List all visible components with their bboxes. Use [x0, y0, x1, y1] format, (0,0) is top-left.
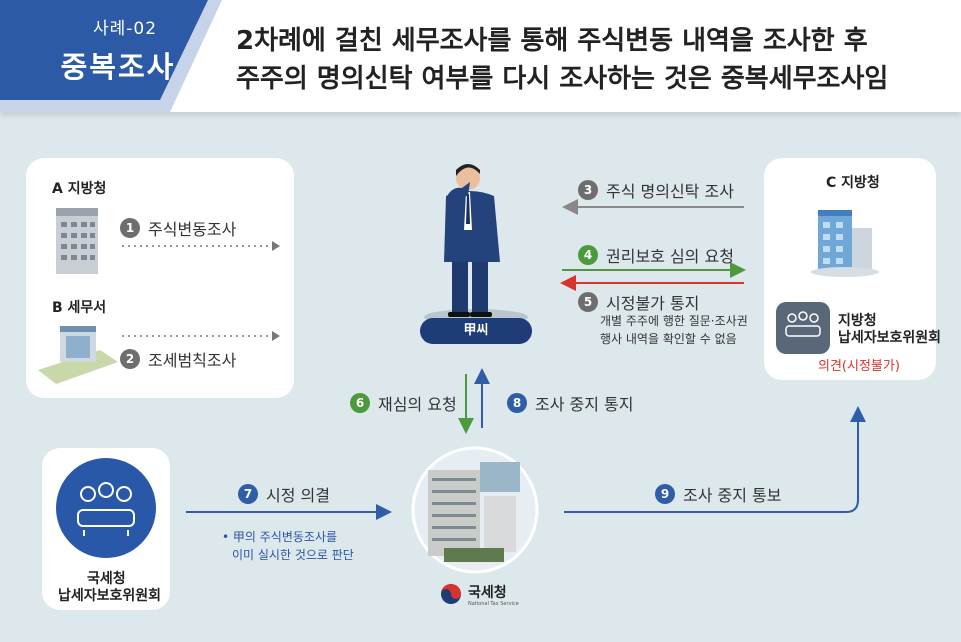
step-2: 2 조세범칙조사	[120, 347, 236, 371]
step-7-note-line-2: 이미 실시한 것으로 판단	[232, 548, 354, 562]
step-3-number: 3	[578, 180, 598, 200]
headline-line-2: 주주의 명의신탁 여부를 다시 조사하는 것은 중복세무조사임	[236, 64, 889, 94]
person-icon	[444, 164, 500, 317]
step-7-note-line-1: • 甲의 주식변동조사를	[222, 530, 338, 544]
step-5-note-line-1: 개별 주주에 행한 질문·조사권	[600, 314, 748, 328]
nts-logo-text: 국세청	[468, 585, 507, 601]
step-9-label: 조사 중지 통보	[683, 486, 782, 505]
step-5-note-line-2: 행사 내역을 확인할 수 없음	[600, 332, 737, 346]
person-label: 甲씨	[420, 318, 532, 344]
step-9-number: 9	[655, 484, 675, 504]
step-8-number: 8	[507, 393, 527, 413]
nts-committee-line-1: 국세청	[87, 571, 126, 587]
step-5: 5 시정불가 통지	[578, 290, 699, 314]
step-8: 8 조사 중지 통지	[507, 391, 634, 415]
step-3: 3 주식 명의신탁 조사	[578, 178, 734, 202]
step-4-number: 4	[578, 245, 598, 265]
step-9: 9 조사 중지 통보	[655, 482, 782, 506]
step-4-label: 권리보호 심의 요청	[606, 247, 734, 266]
nts-committee-line-2: 납세자보호위원회	[58, 588, 162, 604]
step-5-number: 5	[578, 292, 598, 312]
step-2-number: 2	[120, 349, 140, 369]
header: 사례-02 중복조사 2차례에 걸친 세무조사를 통해 주식변동 내역을 조사한…	[0, 0, 961, 112]
case-tag	[0, 0, 222, 112]
committee-c-opinion: 의견(시정불가)	[818, 359, 900, 374]
step-5-label: 시정불가 통지	[606, 294, 700, 313]
step-6-number: 6	[350, 393, 370, 413]
step-5-note: 개별 주주에 행한 질문·조사권 행사 내역을 확인할 수 없음	[600, 312, 748, 348]
committee-c-line-2: 납세자보호위원회	[838, 330, 942, 346]
step-7-note: • 甲의 주식변동조사를 이미 실시한 것으로 판단	[222, 528, 354, 564]
office-b-label: B 세무서	[52, 300, 107, 316]
step-7: 7 시정 의결	[238, 482, 330, 506]
step-1-label: 주식변동조사	[148, 220, 237, 239]
step-4: 4 권리보호 심의 요청	[578, 243, 734, 267]
case-title: 중복조사	[60, 50, 176, 84]
step-1-number: 1	[120, 218, 140, 238]
nts-logo-icon	[441, 584, 461, 604]
case-number: 사례-02	[92, 19, 158, 39]
step-7-number: 7	[238, 484, 258, 504]
step-8-label: 조사 중지 통지	[535, 395, 634, 414]
nts-building-icon	[411, 446, 539, 574]
step-7-label: 시정 의결	[266, 486, 330, 505]
office-c-label: C 지방청	[826, 175, 880, 191]
step-2-label: 조세범칙조사	[148, 351, 237, 370]
committee-c-line-1: 지방청	[838, 313, 877, 329]
step-6: 6 재심의 요청	[350, 391, 457, 415]
step-1: 1 주식변동조사	[120, 216, 236, 240]
nts-logo-subtext: National Tax Service	[468, 601, 519, 607]
headline-line-1: 2차례에 걸친 세무조사를 통해 주식변동 내역을 조사한 후	[236, 26, 868, 56]
step-3-label: 주식 명의신탁 조사	[606, 182, 734, 201]
headline: 2차례에 걸친 세무조사를 통해 주식변동 내역을 조사한 후 주주의 명의신탁…	[236, 22, 946, 98]
office-a-label: A 지방청	[52, 181, 107, 197]
step-6-label: 재심의 요청	[378, 395, 457, 414]
